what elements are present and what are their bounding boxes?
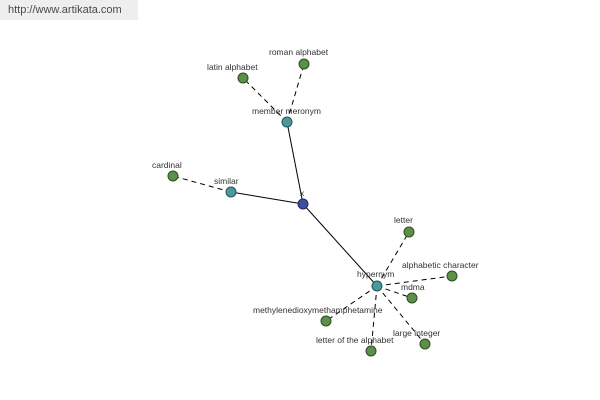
edge-hypernym-to-large-integer	[376, 285, 426, 345]
edge-hypernym-to-mdma	[376, 285, 413, 299]
edge-hypernym-to-letter-of-the-alphabet	[370, 285, 378, 352]
node-label-cardinal: cardinal	[152, 160, 182, 170]
node-label-similar: similar	[214, 176, 239, 186]
edge-x-to-similar	[230, 191, 304, 205]
edge-x-to-member-meronym	[286, 121, 304, 205]
node-label-large-integer: large integer	[393, 328, 440, 338]
node-large-integer[interactable]	[419, 338, 431, 350]
node-label-mdma: mdma	[401, 282, 425, 292]
node-label-letter: letter	[394, 215, 413, 225]
edge-similar-to-cardinal	[172, 175, 232, 193]
url-text[interactable]: http://www.artikata.com	[8, 4, 122, 16]
edge-hypernym-to-methylenedioxymethamphetamine	[325, 285, 378, 322]
node-label-letter-of-the-alphabet: letter of the alphabet	[316, 335, 394, 345]
edge-hypernym-to-letter	[376, 231, 410, 287]
edge-member-meronym-to-roman-alphabet	[286, 63, 305, 123]
nodes-layer	[167, 58, 458, 357]
node-roman-alphabet[interactable]	[298, 58, 310, 70]
node-mdma[interactable]	[406, 292, 418, 304]
node-label-methylenedioxymethamphetamine: methylenedioxymethamphetamine	[253, 305, 383, 315]
edge-member-meronym-to-latin-alphabet	[242, 77, 288, 123]
node-cardinal[interactable]	[167, 170, 179, 182]
node-letter-of-the-alphabet[interactable]	[365, 345, 377, 357]
node-label-x: x	[300, 188, 305, 198]
labels-layer: x member meronym similar hypernym latin alph…	[152, 47, 479, 345]
node-label-latin-alphabet: latin alphabet	[207, 62, 258, 72]
node-latin-alphabet[interactable]	[237, 72, 249, 84]
url-banner: http://www.artikata.com	[0, 0, 138, 20]
node-label-member-meronym: member meronym	[252, 106, 321, 116]
node-hypernym[interactable]	[371, 280, 383, 292]
node-label-alphabetic-character: alphabetic character	[402, 260, 479, 270]
edge-x-to-hypernym	[302, 203, 378, 287]
node-label-hypernym: hypernym	[357, 269, 394, 279]
node-label-roman-alphabet: roman alphabet	[269, 47, 329, 57]
node-letter[interactable]	[403, 226, 415, 238]
node-methylenedioxymethamphetamine[interactable]	[320, 315, 332, 327]
node-x[interactable]	[297, 198, 309, 210]
edge-hypernym-to-alphabetic-character	[376, 275, 453, 287]
edges-layer	[172, 63, 453, 352]
node-alphabetic-character[interactable]	[446, 270, 458, 282]
node-similar[interactable]	[225, 186, 237, 198]
node-member-meronym[interactable]	[281, 116, 293, 128]
